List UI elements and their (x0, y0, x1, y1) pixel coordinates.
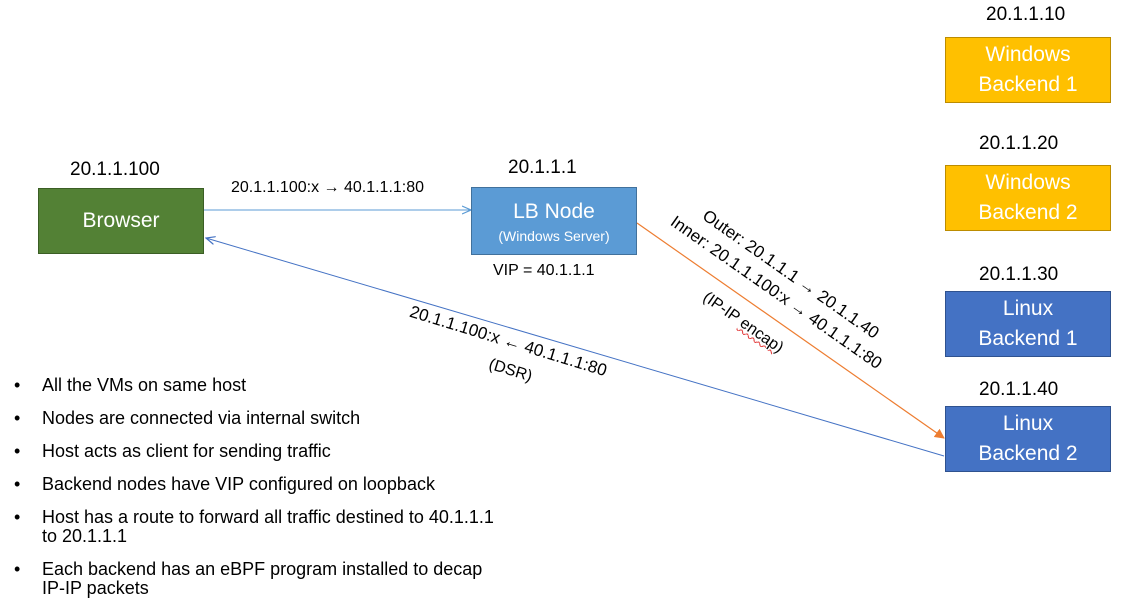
note-item: Backend nodes have VIP configured on loo… (14, 475, 494, 495)
encap-arrow (636, 222, 945, 439)
lb-node-ip: 20.1.1.1 (508, 157, 577, 178)
lb-node-label: LB Node (513, 200, 595, 223)
backend-line2: Backend 1 (978, 327, 1078, 350)
note-item: Each backend has an eBPF program install… (14, 560, 494, 598)
windows-backend-1[interactable]: Windows Backend 1 (945, 37, 1111, 103)
backend-line2: Backend 1 (978, 73, 1078, 96)
backend-line1: Linux (1002, 412, 1054, 435)
request-flow-label: 20.1.1.100:x → 40.1.1.1:80 (231, 179, 425, 196)
note-item: Host has a route to forward all traffic … (14, 508, 494, 546)
linux-backend-2[interactable]: Linux Backend 2 (945, 406, 1111, 472)
backend-line2: Backend 2 (978, 442, 1078, 465)
backend-line1: Windows (985, 43, 1071, 66)
linux-backend-2-ip: 20.1.1.40 (979, 379, 1059, 400)
linux-backend-1-ip: 20.1.1.30 (979, 264, 1059, 285)
backend-line2: Backend 2 (978, 201, 1078, 224)
windows-backend-2-ip: 20.1.1.20 (979, 133, 1059, 154)
linux-backend-1[interactable]: Linux Backend 1 (945, 291, 1111, 357)
browser-ip: 20.1.1.100 (70, 159, 160, 180)
note-item: Nodes are connected via internal switch (14, 409, 494, 429)
browser-node[interactable]: Browser (38, 188, 204, 254)
lb-node[interactable]: LB Node (Windows Server) (471, 187, 637, 255)
windows-backend-1-ip: 20.1.1.10 (986, 4, 1066, 25)
lb-node-sublabel: (Windows Server) (498, 228, 610, 244)
vip-label: VIP = 40.1.1.1 (493, 262, 595, 279)
browser-label: Browser (82, 209, 160, 232)
backend-line1: Linux (1002, 297, 1054, 320)
backend-line1: Windows (985, 171, 1071, 194)
dsr-return-arrow (206, 238, 945, 457)
note-item: All the VMs on same host (14, 376, 494, 396)
notes-list: All the VMs on same host Nodes are conne… (14, 376, 494, 612)
note-item: Host acts as client for sending traffic (14, 442, 494, 462)
windows-backend-2[interactable]: Windows Backend 2 (945, 165, 1111, 231)
